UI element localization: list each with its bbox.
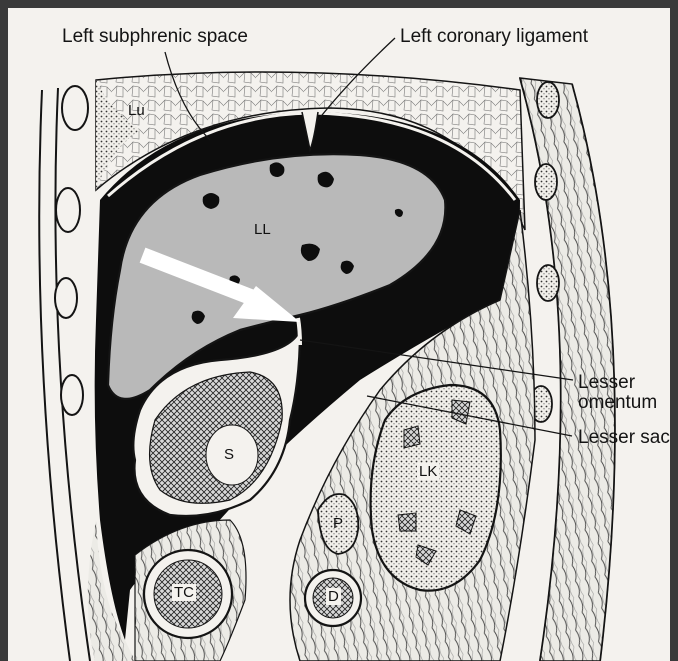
organ-label-duodenum: D <box>326 588 341 605</box>
organ-label-transverse-colon: TC <box>172 584 196 601</box>
organ-label-pancreas: P <box>333 515 343 532</box>
lesser-omentum <box>298 318 300 345</box>
organ-label-left-liver-lobe: LL <box>254 221 271 238</box>
label-lesser-omentum-line2: omentum <box>578 393 657 413</box>
label-lesser-omentum: Lesser omentum <box>578 373 657 413</box>
label-left-coronary-ligament: Left coronary ligament <box>400 27 588 47</box>
label-lesser-omentum-line1: Lesser <box>578 373 657 393</box>
label-lesser-sac: Lesser sac <box>578 428 670 448</box>
left-kidney <box>371 385 501 591</box>
organ-label-left-kidney: LK <box>417 463 439 480</box>
label-left-subphrenic-space: Left subphrenic space <box>62 27 248 47</box>
organ-label-stomach: S <box>224 446 234 463</box>
organ-label-lung: Lu <box>128 102 145 119</box>
